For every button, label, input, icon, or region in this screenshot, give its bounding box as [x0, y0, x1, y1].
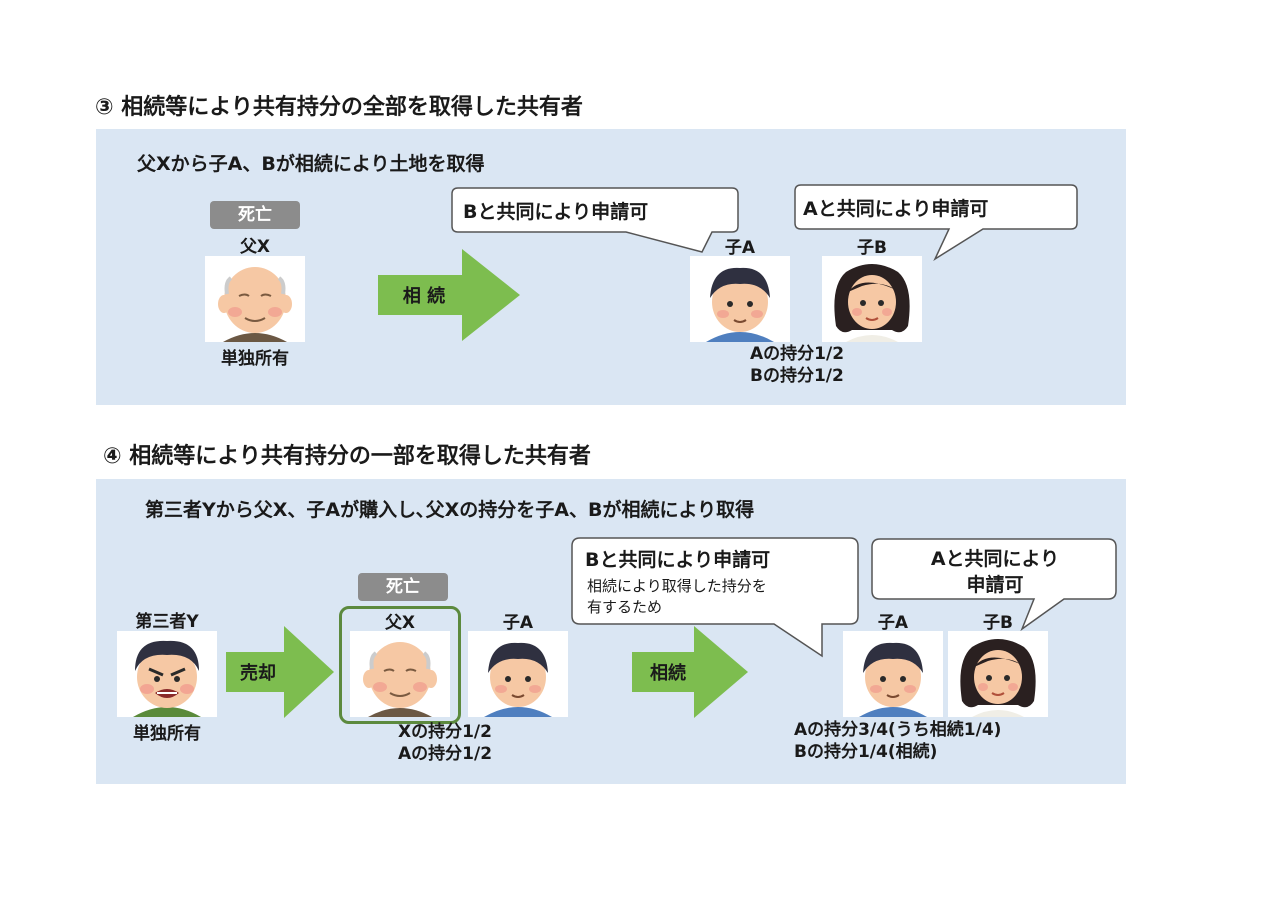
inheritance-arrow-2: 相続: [632, 626, 748, 718]
child-b-label: 子B: [857, 238, 887, 258]
share-b: Bの持分1/2: [750, 366, 844, 386]
sale-arrow-label: 売却: [240, 662, 276, 684]
child-a-label: 子A: [724, 238, 756, 258]
share-a: Aの持分1/2: [750, 344, 845, 364]
child-a-buyer-label: 子A: [502, 613, 534, 633]
bubble-child-a-2: [571, 537, 859, 658]
share-x: Xの持分1/2: [398, 722, 492, 742]
deceased-badge-2: 死亡: [358, 573, 448, 601]
share-b-final: Bの持分1/4(相続): [794, 742, 938, 762]
bubble-child-a: [451, 187, 739, 253]
section4-subtitle: 第三者Yから父X、子Aが購入し､父Xの持分を子A、Bが相続により取得: [145, 499, 755, 521]
child-b-avatar: [822, 256, 922, 342]
deceased-badge: 死亡: [210, 201, 300, 229]
share-a-final: Aの持分3/4(うち相続1/4): [794, 720, 1002, 740]
child-b-label-2: 子B: [983, 613, 1013, 633]
father-ownership-label: 単独所有: [221, 349, 289, 369]
third-party-ownership-label: 単独所有: [133, 724, 201, 744]
father-avatar: [205, 256, 305, 342]
section3-heading: ③ 相続等により共有持分の全部を取得した共有者: [95, 95, 583, 120]
inheritance-arrow-label: 相 続: [403, 285, 445, 307]
father-label: 父X: [239, 237, 271, 257]
share-a-initial: Aの持分1/2: [398, 744, 493, 764]
bubble-child-a-2-title: Bと共同により申請可: [585, 549, 771, 571]
inheritance-arrow-2-label: 相続: [650, 662, 686, 684]
sale-arrow: 売却: [226, 626, 334, 718]
bubble-child-a-2-line2: 有するため: [587, 598, 663, 616]
father-avatar-2: [350, 631, 450, 717]
bubble-child-b-text: Aと共同により申請可: [803, 198, 989, 220]
child-a-avatar: [690, 256, 790, 342]
bubble-child-b-2: [871, 538, 1117, 632]
child-a-label-2: 子A: [877, 613, 909, 633]
section3-subtitle: 父Xから子A、Bが相続により土地を取得: [137, 153, 485, 175]
child-b-avatar-2: [948, 631, 1048, 717]
bubble-child-b-2-line2: 申請可: [966, 574, 1024, 596]
bubble-child-b-2-line1: Aと共同により: [930, 548, 1060, 570]
third-party-avatar: [117, 631, 217, 717]
child-a-buyer-avatar: [468, 631, 568, 717]
bubble-child-a-text: Bと共同により申請可: [463, 201, 649, 223]
father-label-2: 父X: [384, 613, 416, 633]
bubble-child-a-2-line1: 相続により取得した持分を: [587, 577, 767, 595]
section4-heading: ④ 相続等により共有持分の一部を取得した共有者: [103, 444, 591, 469]
third-party-label: 第三者Y: [135, 612, 199, 632]
father-frame: [339, 606, 461, 724]
child-a-avatar-2: [843, 631, 943, 717]
bubble-child-b: [794, 184, 1078, 261]
inheritance-arrow: 相 続: [378, 249, 520, 341]
